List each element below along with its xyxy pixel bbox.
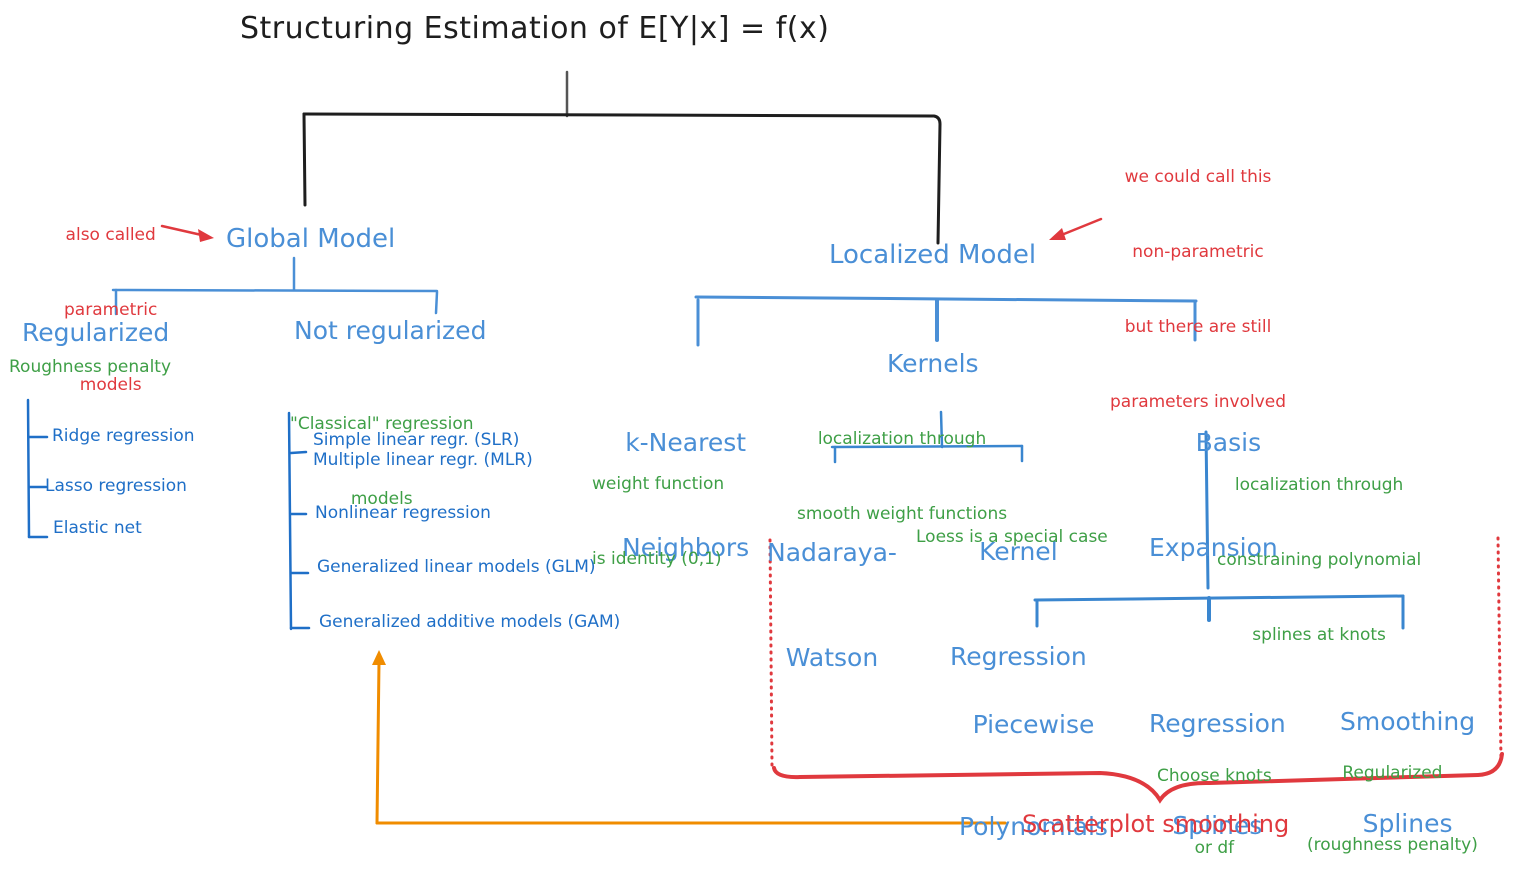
node-label-line: Polynomials xyxy=(959,812,1108,841)
orange-arrow xyxy=(375,660,1007,825)
smoothing-splines-node: Smoothing Splines xyxy=(1340,637,1475,875)
annotation-line: also called xyxy=(65,225,156,245)
knn-node: k-Nearest Neighbors xyxy=(622,355,749,600)
basis-expansion-subtitle: localization through constraining polyno… xyxy=(1217,423,1421,673)
annotation-line: parametric xyxy=(64,300,158,320)
node-label-line: k-Nearest xyxy=(625,428,747,457)
node-label-line: Regression xyxy=(1149,709,1286,738)
global-model-node: Global Model xyxy=(226,224,396,254)
item-lasso-regression: Lasso regression xyxy=(45,476,187,496)
regression-splines-subtitle: Choose knots or df xyxy=(1157,716,1272,884)
node-label-line: Watson xyxy=(785,643,879,672)
annotation-arrows xyxy=(160,217,1103,238)
subtitle-line: Regularized xyxy=(1342,763,1443,783)
subtitle-line: constraining polynomial xyxy=(1217,550,1422,570)
basis-expansion-node: Basis Expansion xyxy=(1149,355,1278,600)
node-label-line: Splines xyxy=(1172,811,1263,840)
localized-model-node: Localized Model xyxy=(829,240,1037,270)
kernel-regression-subtitle: Loess is a special case xyxy=(916,527,1108,547)
localized-model-connector xyxy=(694,295,1198,347)
not-regularized-subtitle: "Classical" regression models xyxy=(290,362,474,537)
kernels-node: Kernels xyxy=(887,349,979,378)
item-nonlinear-regression: Nonlinear regression xyxy=(315,503,491,523)
subtitle-line: localization through xyxy=(1234,475,1404,495)
scatterplot-region-bounds xyxy=(768,536,1503,767)
item-gam: Generalized additive models (GAM) xyxy=(319,612,621,632)
arrowhead-localized xyxy=(1049,228,1066,240)
subtitle-line: models xyxy=(350,489,413,509)
scatterplot-smoothing-label: Scatterplot smoothing xyxy=(1022,810,1290,838)
node-label-line: Piecewise xyxy=(972,710,1095,739)
regularized-node: Regularized xyxy=(22,318,170,347)
kernels-subtitle: localization through smooth weight funct… xyxy=(797,377,1007,552)
node-label-line: Nadaraya- xyxy=(767,538,897,567)
page-title: Structuring Estimation of E[Y|x] = f(x) xyxy=(240,11,830,46)
subtitle-line: Choose knots xyxy=(1157,766,1272,786)
annotation-line: parameters involved xyxy=(1110,392,1287,412)
item-slr-mlr: Simple linear regr. (SLR) Multiple linea… xyxy=(313,430,533,470)
smoothing-splines-subtitle: Regularized (roughness penalty) xyxy=(1307,713,1478,881)
item-ridge-regression: Ridge regression xyxy=(52,426,195,446)
kernels-connector xyxy=(830,410,1024,464)
annotation-line: non-parametric xyxy=(1132,242,1264,262)
annotation-line: but there are still xyxy=(1124,317,1272,337)
subtitle-line: smooth weight functions xyxy=(797,504,1008,524)
subtitle-line: splines at knots xyxy=(1252,625,1386,645)
regularized-items-connector xyxy=(26,398,49,539)
node-label-line: Splines xyxy=(1362,809,1453,838)
node-label-line: Regression xyxy=(950,642,1087,671)
node-label-line: Neighbors xyxy=(622,533,750,562)
connector-lines xyxy=(26,70,1504,825)
nadaraya-watson-node: Nadaraya- Watson xyxy=(767,465,897,710)
node-label-line: Expansion xyxy=(1149,533,1278,562)
piecewise-polynomials-node: Piecewise Polynomials xyxy=(959,640,1108,878)
localized-model-annotation: we could call this non-parametric but th… xyxy=(1110,115,1286,440)
node-label-line: Kernel xyxy=(979,537,1058,566)
item-glm: Generalized linear models (GLM) xyxy=(317,557,596,577)
subtitle-line: localization through xyxy=(817,429,987,449)
subtitle-line: or df xyxy=(1194,838,1235,858)
regularized-subtitle: Roughness penalty xyxy=(9,357,172,377)
orange-arrowhead xyxy=(372,650,386,665)
subtitle-line: weight function xyxy=(592,474,725,494)
global-model-connector xyxy=(111,256,439,316)
annotation-line: models xyxy=(79,375,142,395)
global-model-annotation: also called parametric models xyxy=(64,173,157,423)
knn-subtitle: weight function is identity (0,1) xyxy=(592,422,724,597)
regression-splines-node: Regression Splines xyxy=(1149,639,1286,877)
subtitle-line: (roughness penalty) xyxy=(1307,835,1478,855)
scatterplot-brace xyxy=(772,752,1504,804)
arrowhead-global xyxy=(198,229,214,242)
node-label-line: Smoothing xyxy=(1340,707,1476,736)
kernel-regression-node: Kernel Regression xyxy=(950,464,1087,709)
annotation-line: we could call this xyxy=(1124,167,1272,187)
not-regularized-node: Not regularized xyxy=(294,316,487,345)
root-connector xyxy=(302,70,942,245)
basis-expansion-connector xyxy=(1033,430,1405,630)
node-label-line: Basis xyxy=(1195,428,1262,457)
not-regularized-items-connector xyxy=(287,411,311,631)
item-elastic-net: Elastic net xyxy=(53,518,142,538)
subtitle-line: is identity (0,1) xyxy=(592,549,722,569)
subtitle-line: "Classical" regression xyxy=(290,414,474,434)
